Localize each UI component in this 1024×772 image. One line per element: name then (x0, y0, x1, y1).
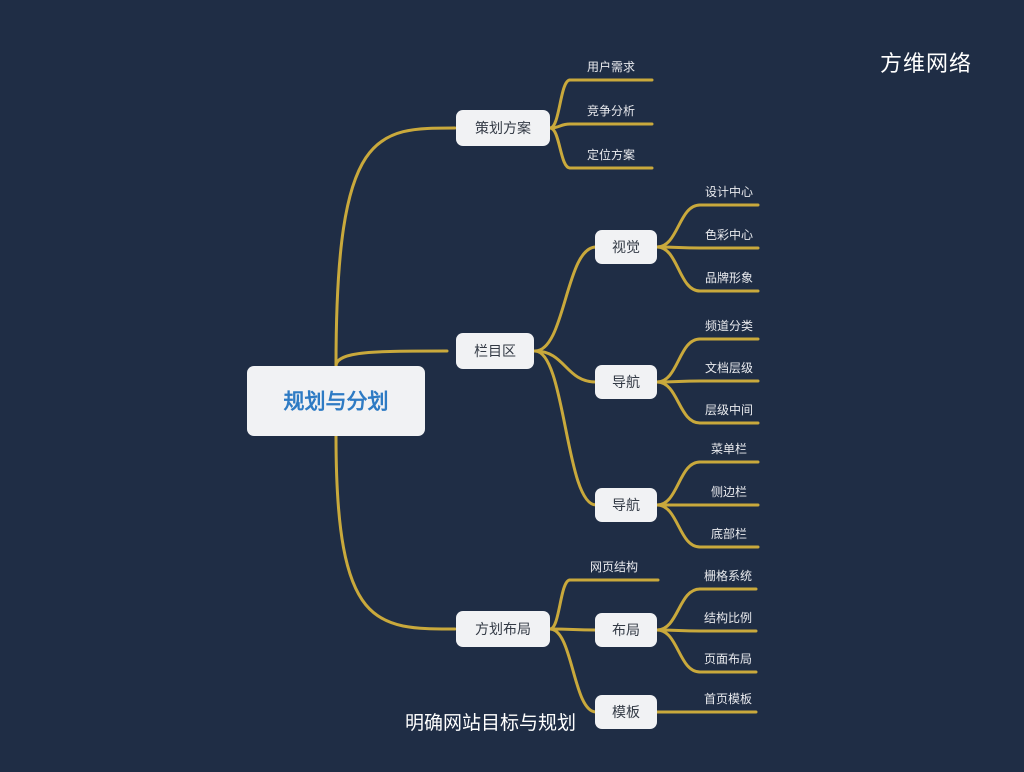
sub-connector (533, 349, 598, 384)
sub-node-label: 导航 (612, 498, 640, 514)
leaf-connector (655, 337, 702, 384)
branch-node-label: 栏目区 (474, 344, 516, 360)
root-connector (334, 126, 457, 368)
branch-node-box (456, 110, 550, 146)
sub-node-label: 视觉 (612, 240, 640, 256)
branch-node-label: 策划方案 (475, 120, 531, 137)
leaf-label[interactable]: 品牌形象 (705, 271, 753, 285)
leaf-connector (655, 460, 702, 507)
sub-connector (548, 627, 598, 714)
sub-node-box (595, 488, 657, 522)
leaf-label[interactable]: 用户需求 (587, 59, 635, 74)
sub-node-box (595, 695, 657, 729)
branch-node-box (456, 611, 550, 647)
root-node[interactable]: 规划与分划 (247, 366, 425, 436)
branch-connector (548, 126, 572, 170)
sub-node-label: 导航 (612, 375, 640, 391)
sub-connector (548, 627, 598, 632)
sub-connector (533, 349, 598, 507)
leaf-connector (655, 503, 702, 549)
sub-node-box (595, 365, 657, 399)
branch-connector (548, 78, 572, 130)
root-connector (334, 349, 449, 368)
connector-layer (334, 78, 760, 714)
leaf-connector (655, 587, 702, 632)
branch-node[interactable]: 栏目区 (456, 333, 534, 369)
sub-node-box (595, 613, 657, 647)
leaf-label[interactable]: 栅格系统 (704, 568, 752, 583)
leaf-label[interactable]: 定位方案 (587, 147, 635, 162)
leaf-label[interactable]: 菜单栏 (711, 441, 747, 456)
sub-node-label: 模板 (612, 705, 640, 721)
leaf-label[interactable]: 频道分类 (705, 319, 753, 333)
leaf-connector (655, 628, 702, 674)
root-node-label: 规划与分划 (284, 390, 389, 414)
sub-node[interactable]: 视觉 (595, 230, 657, 264)
leaf-label[interactable]: 层级中间 (705, 402, 753, 417)
sub-node[interactable]: 模板 (595, 695, 657, 729)
branch-node-box (456, 333, 534, 369)
root-connector (334, 434, 457, 631)
leaf-label[interactable]: 色彩中心 (705, 227, 753, 242)
sub-node[interactable]: 导航 (595, 365, 657, 399)
sub-node[interactable]: 导航 (595, 488, 657, 522)
branch-connector (548, 578, 572, 631)
leaf-connector (655, 203, 702, 249)
leaf-label[interactable]: 首页模板 (704, 692, 752, 706)
root-node-box (247, 366, 425, 436)
leaf-label[interactable]: 文档层级 (705, 360, 753, 375)
leaf-connector (655, 380, 702, 425)
branch-node-label: 方划布局 (475, 622, 531, 638)
leaf-label[interactable]: 侧边栏 (711, 484, 747, 499)
sub-node-box (595, 230, 657, 264)
sub-node[interactable]: 布局 (595, 613, 657, 647)
sub-node-label: 布局 (612, 623, 640, 639)
leaf-label[interactable]: 竞争分析 (587, 104, 635, 118)
slide-caption: 明确网站目标与规划 (405, 712, 577, 734)
node-layer: 用户需求竞争分析定位方案设计中心色彩中心品牌形象频道分类文档层级层级中间菜单栏侧… (247, 59, 753, 729)
leaf-label[interactable]: 网页结构 (590, 559, 638, 574)
leaf-connector (655, 245, 702, 293)
leaf-label[interactable]: 结构比例 (704, 610, 752, 625)
leaf-label[interactable]: 设计中心 (705, 184, 753, 199)
leaf-label[interactable]: 底部栏 (711, 526, 747, 541)
sub-connector (533, 245, 598, 353)
branch-node[interactable]: 方划布局 (456, 611, 550, 647)
leaf-label[interactable]: 页面布局 (704, 652, 752, 666)
branch-node[interactable]: 策划方案 (456, 110, 550, 146)
brand-name: 方维网络 (880, 52, 973, 77)
